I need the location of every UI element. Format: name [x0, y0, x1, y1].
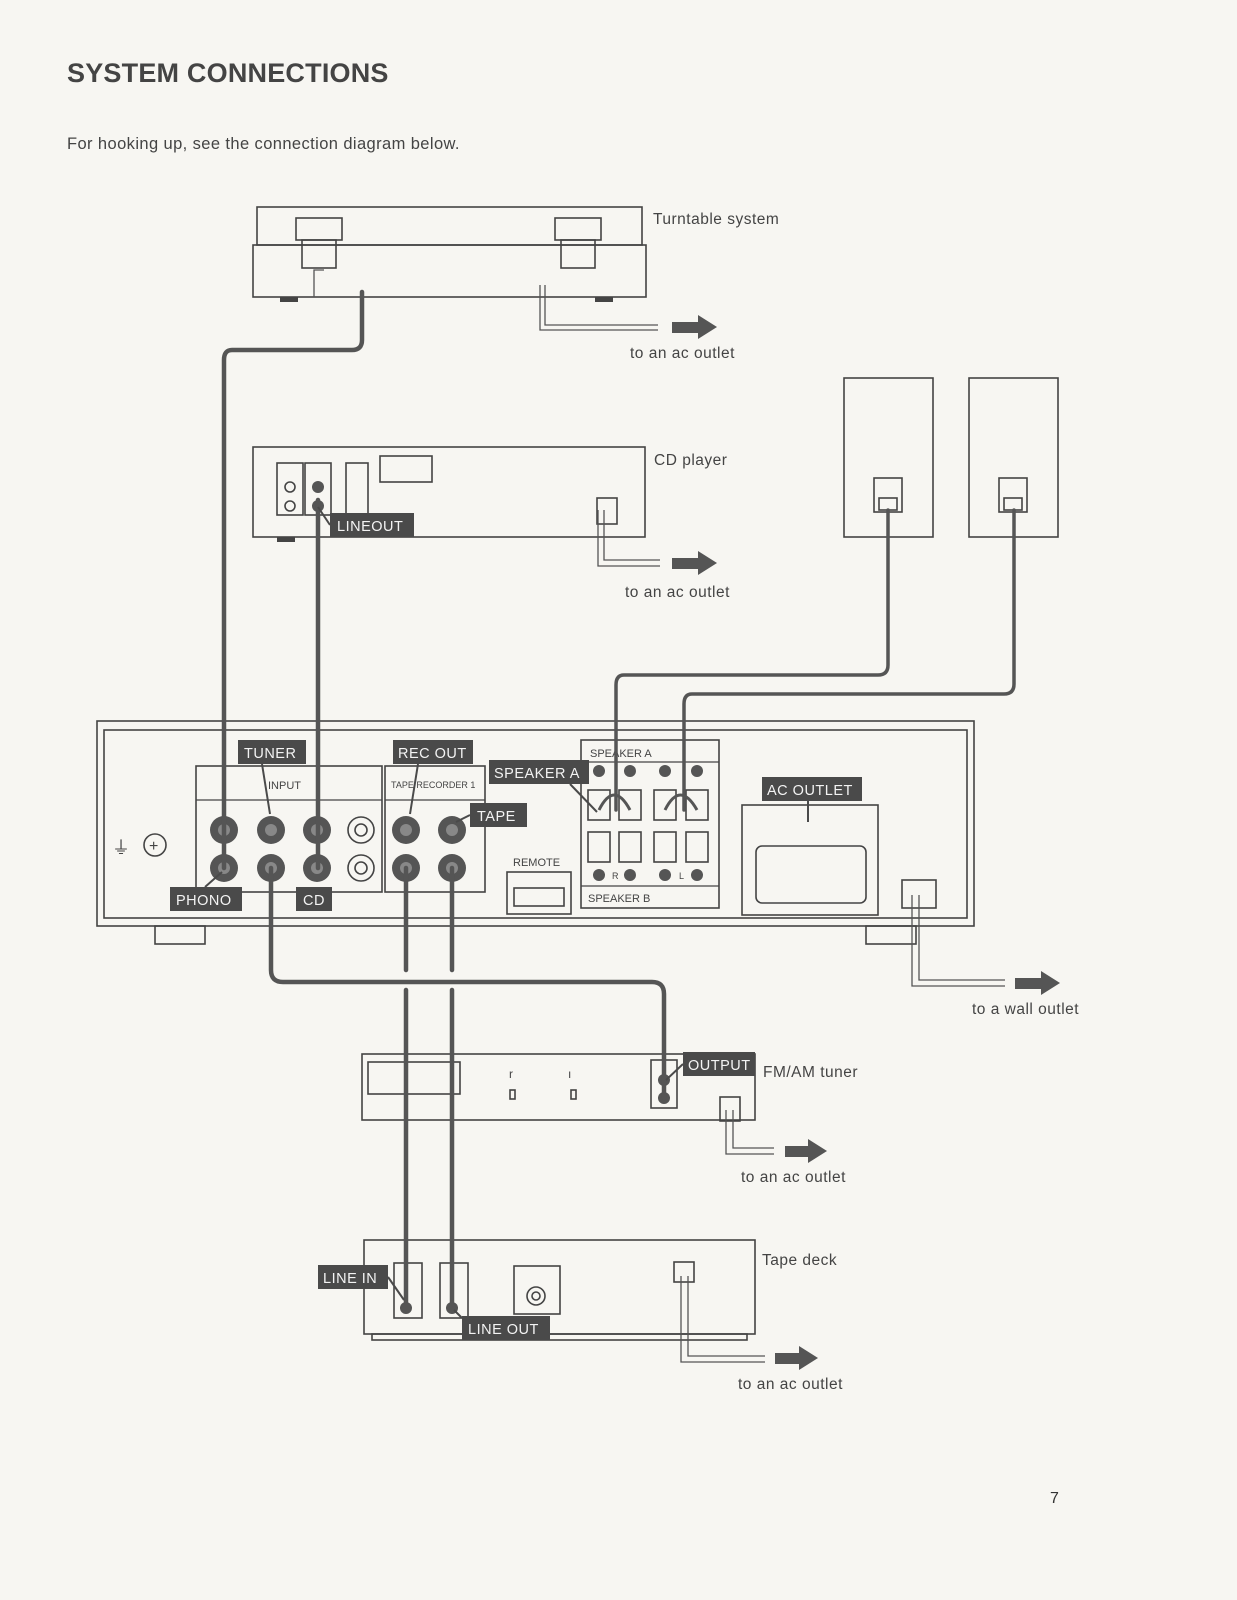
tuner-outlet-label: to an ac outlet: [741, 1169, 846, 1186]
svg-text:TAPE: TAPE: [477, 809, 516, 825]
turntable-outlet-arrow-icon: [672, 315, 717, 339]
svg-text:SPEAKER A: SPEAKER A: [494, 766, 580, 782]
cd-outlet-arrow-icon: [672, 551, 717, 575]
remote-label: REMOTE: [513, 857, 560, 869]
tape-deck-unit: [363, 1239, 756, 1341]
page-title: SYSTEM CONNECTIONS: [67, 58, 389, 88]
line-in-tag: LINE IN: [318, 1265, 405, 1301]
phono-tag: PHONO: [170, 871, 242, 911]
svg-text:REC OUT: REC OUT: [398, 746, 467, 762]
cd-player-unit: [252, 446, 646, 542]
speaker-terminals: [587, 765, 709, 881]
input-label: INPUT: [268, 780, 301, 792]
turntable-unit: [252, 206, 647, 302]
tape-outlet-label: to an ac outlet: [738, 1376, 843, 1393]
ac-outlet-tag: AC OUTLET: [762, 777, 862, 822]
intro-text: For hooking up, see the connection diagr…: [67, 135, 460, 153]
input-jacks: [210, 816, 466, 882]
tape-tag: TAPE: [455, 803, 527, 827]
svg-text:CD: CD: [303, 893, 325, 909]
svg-text:TUNER: TUNER: [244, 746, 296, 762]
turntable-label: Turntable system: [653, 211, 779, 228]
amp-outlet-arrow-icon: [1015, 971, 1060, 995]
tuner-tag: TUNER: [238, 740, 306, 815]
tape-outlet-arrow-icon: [775, 1346, 818, 1370]
cd-player-label: CD player: [654, 452, 727, 469]
ground-terminal: [143, 833, 167, 857]
svg-text:PHONO: PHONO: [176, 893, 232, 909]
svg-text:LINEOUT: LINEOUT: [337, 519, 403, 535]
page-number: 7: [1050, 1490, 1059, 1507]
svg-text:LINE OUT: LINE OUT: [468, 1322, 539, 1338]
lineout-tag: LINEOUT: [317, 506, 414, 537]
svg-text:LINE IN: LINE IN: [323, 1271, 377, 1287]
r-label: R: [612, 871, 619, 881]
signal-cables: [221, 289, 1016, 1311]
svg-text:+: +: [149, 838, 158, 855]
svg-text:ı: ı: [568, 1067, 571, 1081]
rec-out-tag: REC OUT: [393, 740, 473, 815]
speaker-a-tag: SPEAKER A: [489, 760, 598, 813]
l-label: L: [679, 871, 684, 881]
cd-outlet-label: to an ac outlet: [625, 584, 730, 601]
svg-text:OUTPUT: OUTPUT: [688, 1058, 751, 1074]
amp-outlet-label: to a wall outlet: [972, 1001, 1079, 1018]
svg-text:r: r: [509, 1067, 513, 1081]
ground-icon: ⏚: [112, 838, 130, 858]
output-tag: OUTPUT: [665, 1052, 755, 1081]
speaker-a-panel-label: SPEAKER A: [590, 748, 652, 760]
turntable-outlet-label: to an ac outlet: [630, 345, 735, 362]
cd-tag: CD: [296, 887, 332, 911]
tuner-label: FM/AM tuner: [763, 1064, 858, 1081]
speaker-b-panel-label: SPEAKER B: [588, 893, 650, 905]
tape-recorder-label: TAPE RECORDER 1: [391, 780, 475, 790]
tuner-outlet-arrow-icon: [785, 1139, 827, 1163]
tape-deck-label: Tape deck: [762, 1252, 837, 1269]
svg-text:AC OUTLET: AC OUTLET: [767, 783, 853, 799]
line-out-tag: LINE OUT: [453, 1309, 550, 1340]
